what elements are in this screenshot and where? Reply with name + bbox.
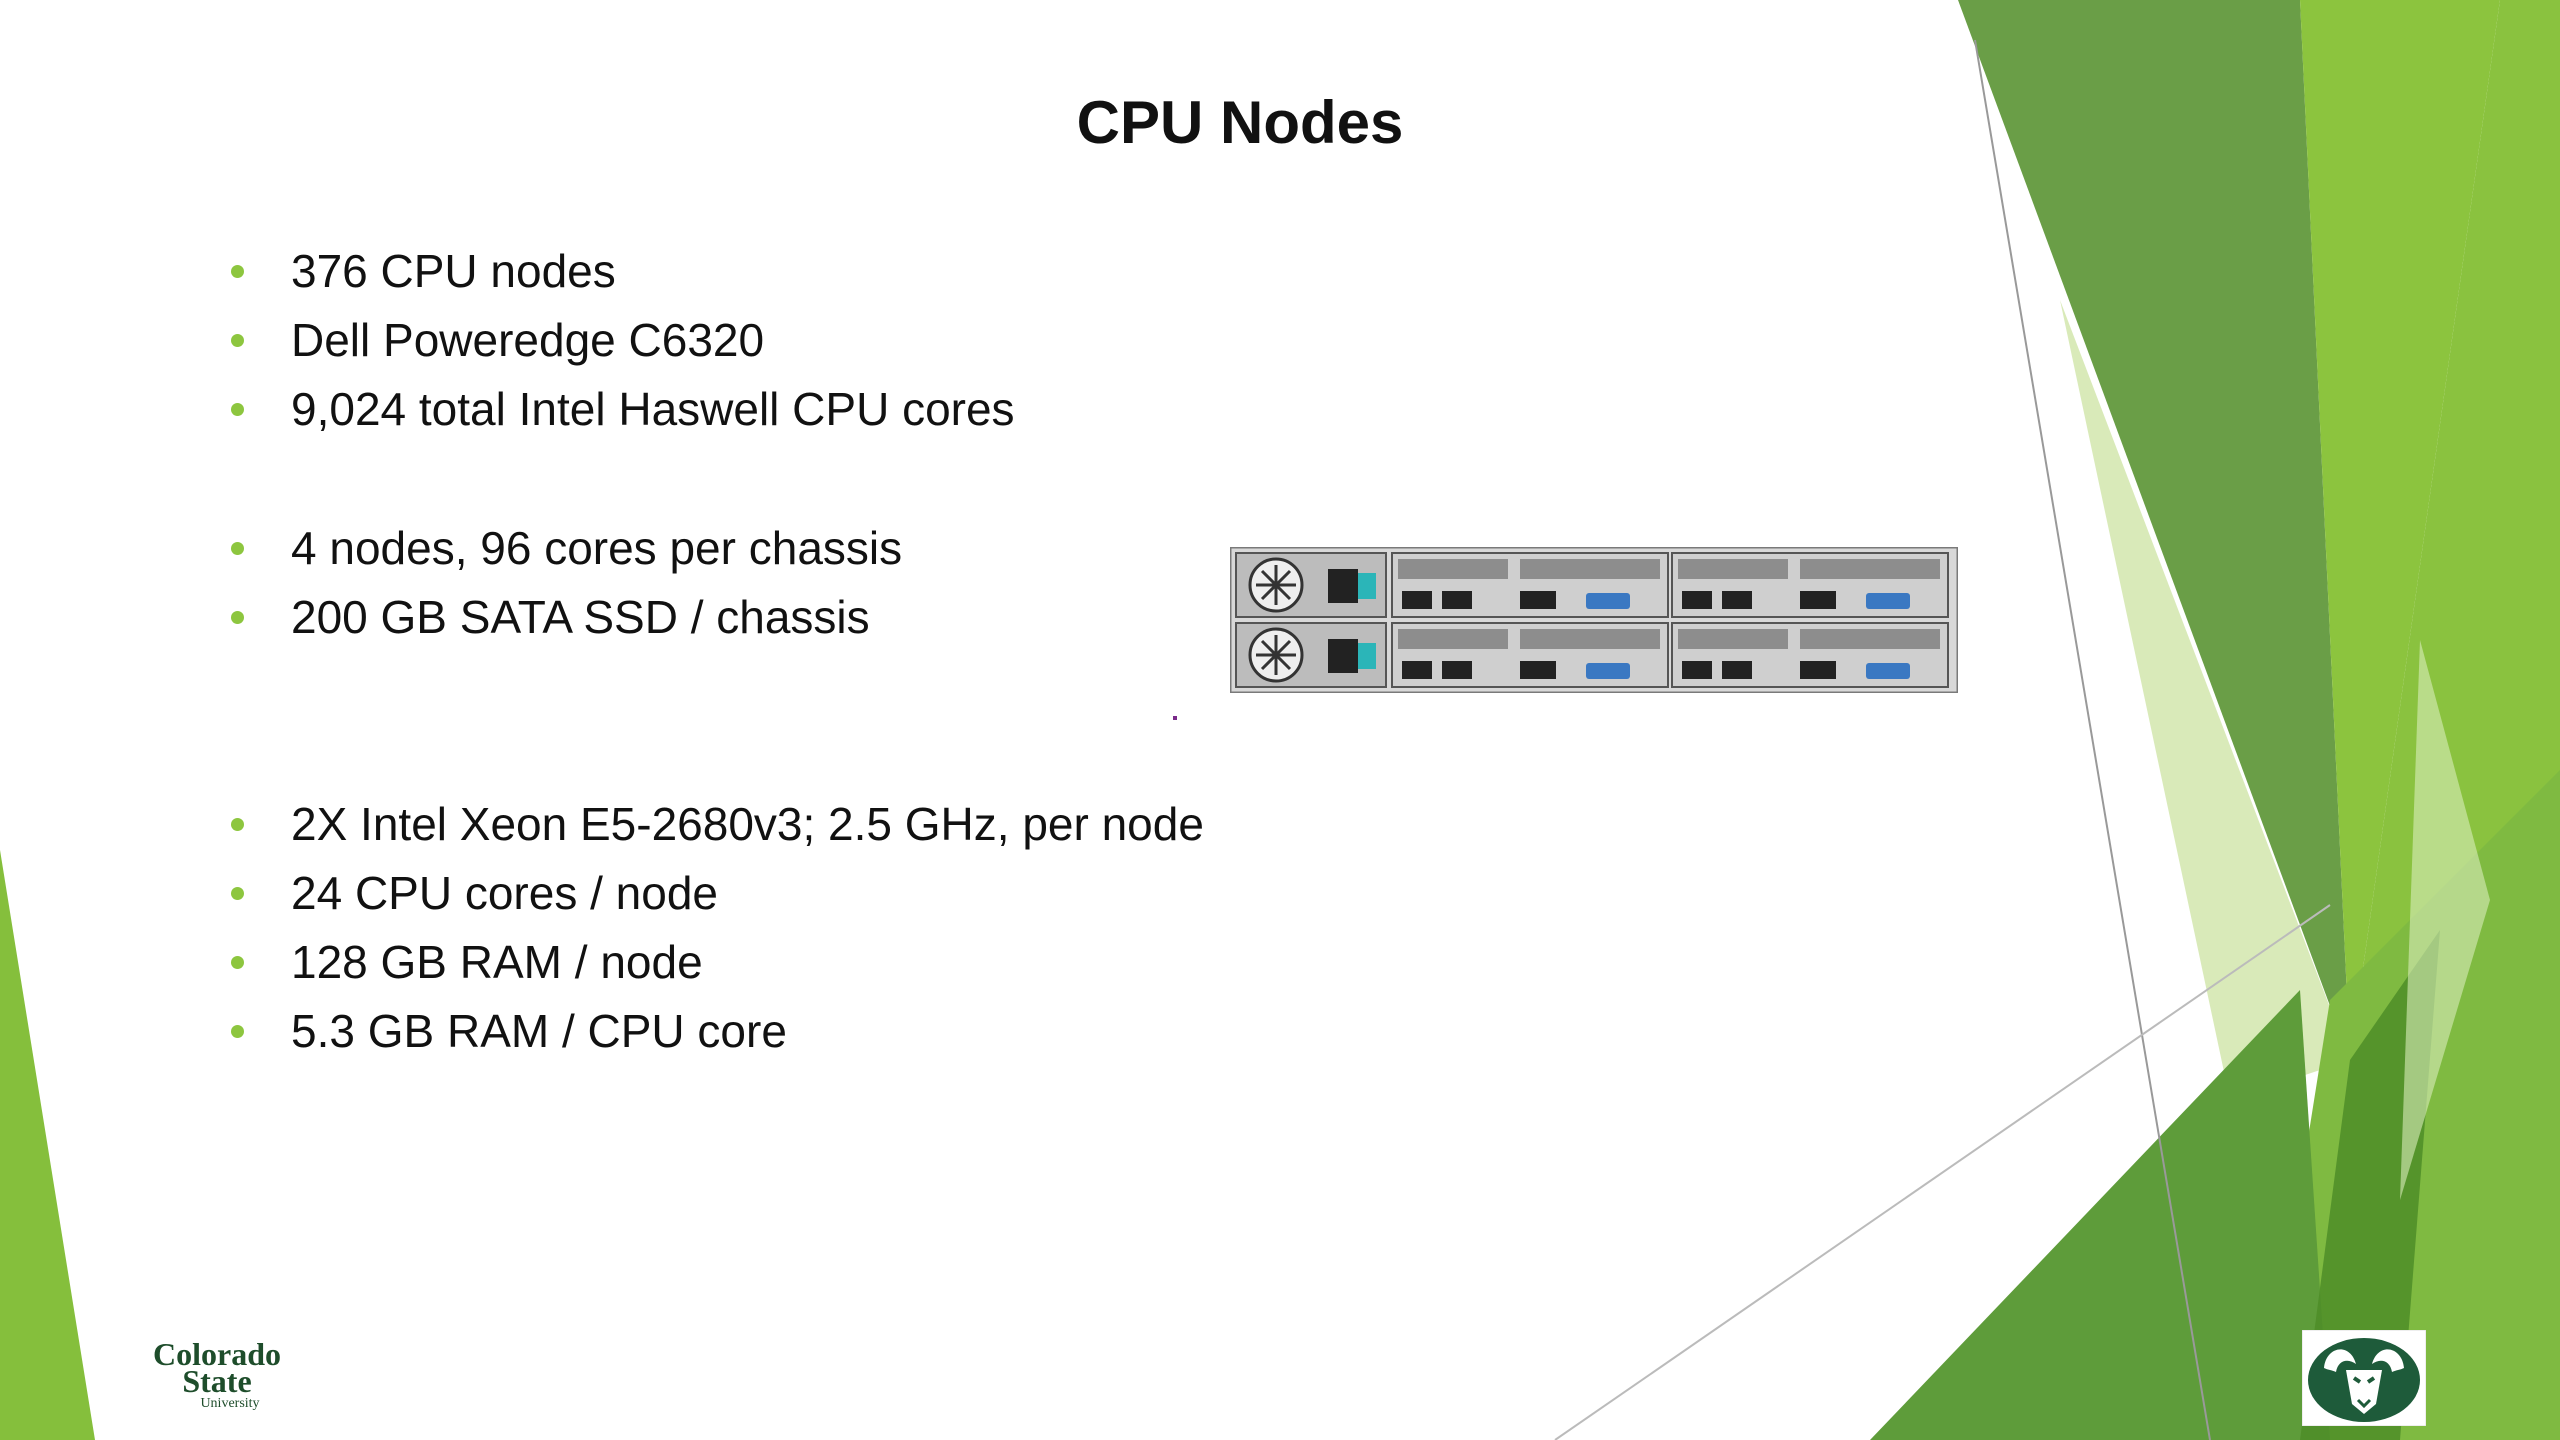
list-item: 9,024 total Intel Haswell CPU cores [228, 375, 1015, 444]
bullet-list-chassis: 4 nodes, 96 cores per chassis 200 GB SAT… [228, 514, 902, 652]
bullet-icon [231, 956, 244, 969]
list-item-text: 5.3 GB RAM / CPU core [291, 1005, 787, 1057]
list-item-text: 128 GB RAM / node [291, 936, 703, 988]
list-item: Dell Poweredge C6320 [228, 306, 1015, 375]
list-item-text: 2X Intel Xeon E5-2680v3; 2.5 GHz, per no… [291, 798, 1204, 850]
list-item-text: 9,024 total Intel Haswell CPU cores [291, 383, 1015, 435]
bullet-icon [231, 611, 244, 624]
logo-text-line1: Colorado [153, 1337, 281, 1372]
server-chassis-icon [1230, 547, 1958, 693]
marker-dot [1173, 716, 1177, 720]
list-item-text: 376 CPU nodes [291, 245, 616, 297]
logo-text-line2: State [182, 1363, 251, 1399]
list-item-text: Dell Poweredge C6320 [291, 314, 765, 366]
bullet-list-node: 2X Intel Xeon E5-2680v3; 2.5 GHz, per no… [228, 790, 1204, 1066]
list-item-text: 200 GB SATA SSD / chassis [291, 591, 870, 643]
bullet-icon [231, 334, 244, 347]
list-item: 376 CPU nodes [228, 237, 1015, 306]
csu-wordmark-logo: Colorado State University [153, 1337, 281, 1411]
bullet-icon [231, 542, 244, 555]
list-item-text: 4 nodes, 96 cores per chassis [291, 522, 903, 574]
list-item: 5.3 GB RAM / CPU core [228, 997, 1204, 1066]
csu-ram-logo-icon [2302, 1330, 2426, 1426]
list-item: 2X Intel Xeon E5-2680v3; 2.5 GHz, per no… [228, 790, 1204, 859]
list-item-text: 24 CPU cores / node [291, 867, 719, 919]
bullet-icon [231, 403, 244, 416]
bullet-icon [231, 265, 244, 278]
list-item: 24 CPU cores / node [228, 859, 1204, 928]
list-item: 200 GB SATA SSD / chassis [228, 583, 902, 652]
slide-title: CPU Nodes [1076, 89, 1404, 156]
list-item: 4 nodes, 96 cores per chassis [228, 514, 902, 583]
bullet-list-overview: 376 CPU nodes Dell Poweredge C6320 9,024… [228, 237, 1015, 444]
list-item: 128 GB RAM / node [228, 928, 1204, 997]
bullet-icon [231, 1025, 244, 1038]
bullet-icon [231, 887, 244, 900]
bullet-icon [231, 818, 244, 831]
logo-text-line3: University [200, 1396, 259, 1411]
